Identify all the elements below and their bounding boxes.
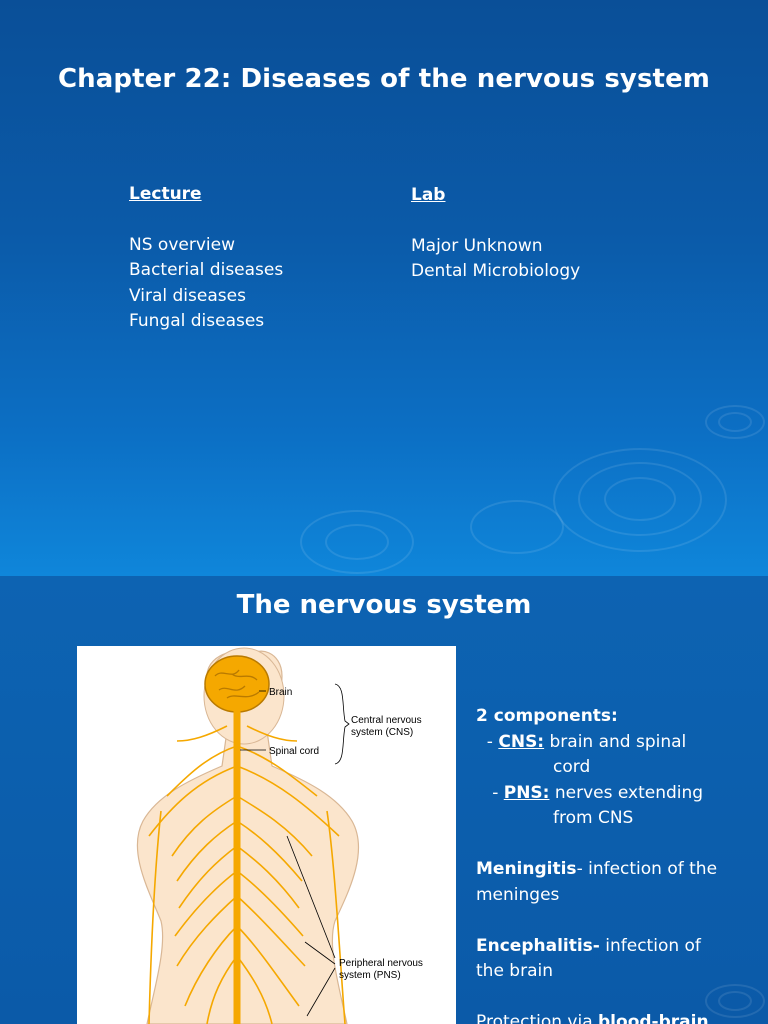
cns-term: CNS:: [498, 731, 545, 752]
lab-item: Dental Microbiology: [411, 261, 581, 281]
ripple-decoration: [718, 412, 752, 432]
diagram-label-brain: Brain: [269, 687, 292, 698]
diagram-label-cns-2: system (CNS): [351, 727, 413, 738]
components-heading: 2 components:: [476, 706, 618, 726]
lecture-item: Viral diseases: [129, 285, 246, 306]
slide-1: Chapter 22: Diseases of the nervous syst…: [0, 0, 768, 576]
ripple-decoration: [300, 510, 414, 574]
lab-item: Major Unknown: [411, 235, 543, 256]
pns-line: - PNS: nerves extending: [476, 782, 704, 803]
protection-term: blood-brain: [598, 1012, 709, 1024]
diagram-label-spinal-cord: Spinal cord: [269, 746, 319, 757]
lab-heading: Lab: [411, 185, 446, 205]
protection-line: Protection via blood-brain: [476, 1010, 736, 1024]
encephalitis-line-2: the brain: [476, 961, 553, 981]
ripple-decoration: [553, 448, 727, 552]
chapter-title: Chapter 22: Diseases of the nervous syst…: [57, 64, 711, 94]
meningitis-line-2: meninges: [476, 884, 560, 905]
ripple-decoration: [705, 405, 765, 439]
ripple-decoration: [718, 991, 752, 1011]
diagram-label-cns-1: Central nervous: [351, 715, 422, 726]
slide-2: The nervous system: [0, 576, 768, 1024]
diagram-label-pns-1: Peripheral nervous: [339, 958, 423, 969]
ripple-decoration: [470, 500, 564, 554]
pns-line-2: from CNS: [553, 808, 634, 828]
nervous-system-diagram: Brain Spinal cord Central nervous system…: [77, 646, 456, 1024]
cns-line-2: cord: [553, 757, 591, 777]
components-text: 2 components: - CNS: brain and spinal co…: [476, 704, 736, 1024]
ripple-decoration: [705, 984, 765, 1018]
meningitis-line: Meningitis- infection of the: [476, 859, 718, 879]
cns-line: - CNS: brain and spinal: [476, 731, 687, 752]
ripple-decoration: [578, 462, 702, 536]
lecture-heading: Lecture: [129, 184, 202, 204]
meningitis-term: Meningitis: [476, 859, 577, 879]
ripple-decoration: [325, 524, 389, 560]
nervous-system-illustration: Brain Spinal cord Central nervous system…: [136, 647, 423, 1024]
lecture-column: Lecture NS overview Bacterial diseases V…: [129, 182, 283, 335]
pns-term: PNS:: [503, 782, 550, 803]
lab-column: Lab Major Unknown Dental Microbiology: [411, 183, 580, 285]
slide-title: The nervous system: [236, 590, 532, 620]
encephalitis-line: Encephalitis- infection of: [476, 935, 701, 956]
lecture-item: NS overview: [129, 234, 235, 255]
ripple-decoration: [604, 477, 676, 521]
encephalitis-term: Encephalitis-: [476, 935, 600, 956]
diagram-label-pns-2: system (PNS): [339, 970, 401, 981]
brain-shape: [204, 655, 270, 713]
lecture-item: Bacterial diseases: [129, 260, 284, 280]
lecture-item: Fungal diseases: [129, 311, 265, 331]
